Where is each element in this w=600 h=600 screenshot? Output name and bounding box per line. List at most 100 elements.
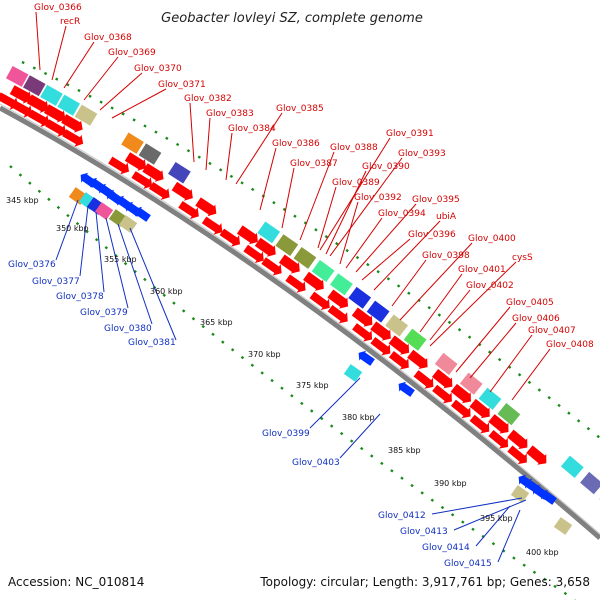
gene-label[interactable]: Glov_0382 [184, 94, 232, 104]
label-line [429, 289, 471, 341]
label-line [317, 186, 337, 249]
reverse-feature-block [510, 485, 530, 503]
gene-label[interactable]: Glov_0384 [228, 124, 276, 134]
forward-gene-arrow [303, 271, 324, 291]
gene-label[interactable]: Glov_0412 [378, 511, 426, 521]
forward-feature-block [478, 387, 502, 410]
forward-gene-arrow [278, 254, 300, 274]
gene-label[interactable]: Glov_0381 [128, 338, 176, 348]
forward-gene-arrow [26, 94, 49, 113]
label-line [51, 25, 67, 81]
forward-gene-arrow [28, 109, 50, 128]
forward-feature-block [40, 84, 63, 106]
scale-label: 370 kbp [248, 350, 281, 359]
gene-label[interactable]: Glov_0413 [400, 527, 448, 537]
label-line [497, 509, 521, 563]
gene-label[interactable]: Glov_0378 [56, 292, 104, 302]
gene-label[interactable]: Glov_0393 [398, 149, 446, 159]
scale-label: 365 kbp [200, 318, 233, 327]
gene-label[interactable]: Glov_0394 [378, 209, 426, 219]
gene-label[interactable]: Glov_0368 [84, 33, 132, 43]
genome-backbone [0, 103, 600, 540]
gene-label[interactable]: Glov_0399 [262, 429, 310, 439]
forward-gene-arrow [327, 305, 348, 324]
gene-label[interactable]: Glov_0377 [32, 277, 80, 287]
gene-label[interactable]: Glov_0405 [506, 298, 554, 308]
label-line [475, 505, 511, 547]
accession-text: Accession: NC_010814 [8, 575, 144, 589]
forward-gene-arrow [124, 152, 147, 171]
gene-label[interactable]: Glov_0403 [292, 458, 340, 468]
gene-label[interactable]: recR [60, 17, 80, 27]
label-line [225, 132, 233, 181]
gene-label[interactable]: Glov_0380 [104, 324, 152, 334]
reverse-gene-labels: Glov_0376 Glov_0377 Glov_0378 Glov_0379 … [8, 260, 492, 569]
reverse-gene-arrow [540, 489, 557, 505]
gene-label[interactable]: Glov_0390 [362, 162, 410, 172]
gene-label[interactable]: Glov_0396 [408, 230, 456, 240]
gene-label[interactable]: Glov_0395 [412, 195, 460, 205]
forward-gene-arrow [507, 429, 528, 450]
gene-label[interactable]: Glov_0385 [276, 104, 324, 114]
label-line [453, 499, 527, 531]
inner-scale-track [9, 165, 576, 600]
forward-gene-arrow [178, 200, 199, 219]
label-line [325, 170, 367, 255]
label-line [399, 242, 473, 321]
forward-gene-arrow [261, 257, 282, 276]
gene-label[interactable]: Glov_0392 [354, 193, 402, 203]
gene-label[interactable]: Glov_0400 [468, 234, 516, 244]
forward-gene-arrow [351, 307, 373, 327]
scale-labels: 345 kbp 350 kbp 355 kbp 360 kbp 365 kbp … [6, 196, 559, 557]
forward-gene-arrow [431, 369, 453, 389]
gene-label[interactable]: Glov_0383 [206, 109, 254, 119]
forward-feature-block [580, 471, 600, 495]
scale-label: 355 kbp [104, 255, 137, 264]
label-line [117, 223, 153, 325]
gene-label[interactable]: Glov_0391 [386, 129, 434, 139]
forward-feature-block [560, 455, 584, 478]
gene-label[interactable]: Glov_0369 [108, 48, 156, 58]
label-line [205, 117, 211, 171]
gene-label[interactable]: Glov_0379 [80, 308, 128, 318]
forward-feature-block [385, 314, 409, 337]
forward-gene-arrow [285, 274, 306, 293]
gene-label[interactable]: Glov_0415 [444, 559, 492, 569]
gene-label[interactable]: Glov_0406 [512, 314, 560, 324]
gene-label[interactable]: Glov_0401 [458, 265, 506, 275]
gene-label[interactable]: Glov_0388 [330, 143, 378, 153]
gene-label[interactable]: Glov_0414 [422, 543, 470, 553]
gene-label[interactable]: Glov_0402 [466, 281, 514, 291]
label-line [431, 497, 523, 515]
forward-feature-block [168, 161, 191, 184]
forward-gene-arrow [526, 445, 547, 465]
forward-gene-arrow [201, 216, 223, 235]
gene-label[interactable]: Glov_0366 [34, 3, 82, 13]
gene-label[interactable]: Glov_0398 [422, 251, 470, 261]
label-line [129, 227, 177, 341]
forward-feature-block [293, 246, 317, 269]
gene-label[interactable]: ubiA [436, 212, 457, 222]
gene-label[interactable]: Glov_0376 [8, 260, 56, 270]
gene-label[interactable]: Glov_0371 [158, 80, 206, 90]
forward-gene-arrow [370, 321, 391, 341]
reverse-strand-features [68, 172, 573, 535]
scale-label: 350 kbp [56, 224, 89, 233]
forward-feature-block [257, 221, 281, 244]
gene-label[interactable]: Glov_0387 [290, 159, 338, 169]
forward-feature-block [74, 104, 98, 126]
gene-label[interactable]: Glov_0370 [134, 64, 182, 74]
forward-gene-arrow [450, 399, 471, 419]
forward-gene-arrow [309, 291, 330, 310]
gene-label[interactable]: Glov_0386 [272, 139, 320, 149]
gene-label[interactable]: Glov_0408 [546, 340, 594, 350]
reverse-feature-block [343, 364, 363, 382]
reverse-gene-arrow [134, 206, 151, 222]
label-line [35, 11, 41, 71]
scale-label: 345 kbp [6, 196, 39, 205]
gene-label[interactable]: cysS [512, 253, 533, 263]
gene-label[interactable]: Glov_0407 [528, 326, 576, 336]
gene-label[interactable]: Glov_0389 [332, 178, 380, 188]
forward-feature-block [311, 260, 335, 282]
